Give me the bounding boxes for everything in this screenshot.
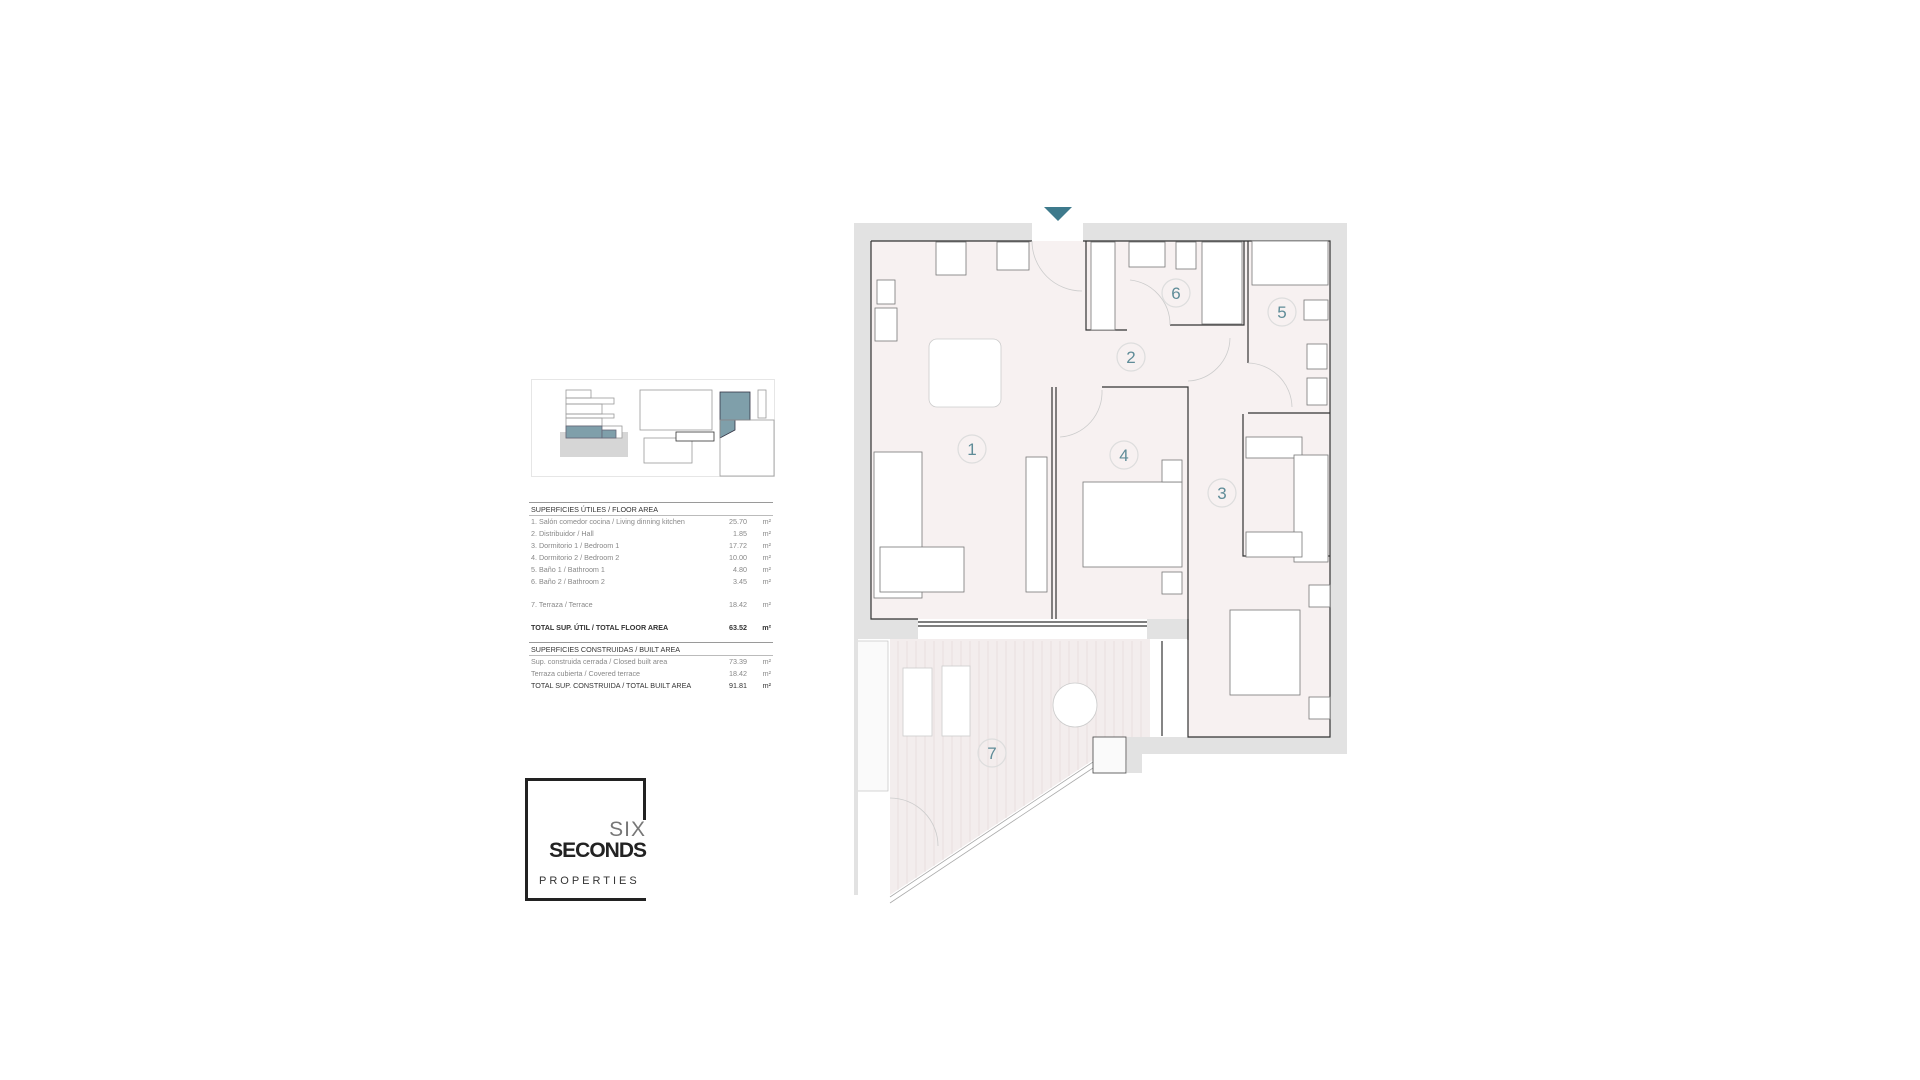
- room-number: 5: [1277, 303, 1286, 322]
- row-label: 4. Dormitorio 2 / Bedroom 2: [531, 553, 620, 562]
- table-row: 4. Dormitorio 2 / Bedroom 2 10.00 m²: [529, 552, 773, 564]
- row-label: TOTAL SUP. ÚTIL / TOTAL FLOOR AREA: [531, 623, 669, 632]
- row-label: 6. Baño 2 / Bathroom 2: [531, 577, 605, 586]
- walls: [854, 223, 1347, 895]
- room-label-7: 7: [977, 738, 1007, 768]
- row-value: 17.72: [729, 541, 747, 550]
- row-label: TOTAL SUP. CONSTRUIDA / TOTAL BUILT AREA: [531, 681, 692, 690]
- room-number: 2: [1126, 348, 1135, 367]
- logo-frame: [525, 778, 646, 901]
- planter-small: [1092, 736, 1127, 774]
- row-unit: m²: [762, 541, 771, 550]
- room-label-6: 6: [1161, 278, 1191, 308]
- row-value: 73.39: [729, 657, 747, 666]
- row-value: 25.70: [729, 517, 747, 526]
- logo-six: SIX: [609, 818, 646, 841]
- room-number: 7: [987, 744, 996, 763]
- row-label: 1. Salón comedor cocina / Living dinning…: [531, 517, 685, 526]
- row-label: 2. Distribuidor / Hall: [531, 529, 594, 538]
- table-row: 2. Distribuidor / Hall 1.85 m²: [529, 528, 773, 540]
- row-value: 18.42: [729, 669, 747, 678]
- room-label-5: 5: [1267, 297, 1297, 327]
- room-number: 1: [967, 440, 976, 459]
- six-seconds-logo: SIX SECONDS PROPERTIES: [525, 778, 655, 901]
- room-label-1: 1: [957, 434, 987, 464]
- row-label: Terraza cubierta / Covered terrace: [531, 669, 641, 678]
- row-value: 3.45: [733, 577, 747, 586]
- logo-frame-right: [643, 778, 646, 820]
- table-row-total-floor-area: TOTAL SUP. ÚTIL / TOTAL FLOOR AREA 63.52…: [529, 622, 773, 634]
- row-unit: m²: [762, 623, 771, 632]
- row-label: 3. Dormitorio 1 / Bedroom 1: [531, 541, 620, 550]
- row-value: 18.42: [729, 600, 747, 609]
- row-unit: m²: [762, 529, 771, 538]
- logo-seconds: SECONDS: [549, 839, 647, 862]
- room-label-4: 4: [1109, 440, 1139, 470]
- row-value: 1.85: [733, 529, 747, 538]
- row-value: 63.52: [729, 623, 747, 632]
- row-unit: m²: [762, 565, 771, 574]
- table-row-terrace: 7. Terraza / Terrace 18.42 m²: [529, 599, 773, 611]
- row-unit: m²: [762, 517, 771, 526]
- area-table: SUPERFICIES ÚTILES / FLOOR AREA 1. Salón…: [529, 502, 773, 692]
- built-area-heading: SUPERFICIES CONSTRUIDAS / BUILT AREA: [529, 642, 773, 656]
- row-label: Sup. construida cerrada / Closed built a…: [531, 657, 668, 666]
- entrance-arrow-icon: [1044, 207, 1072, 221]
- table-row: 3. Dormitorio 1 / Bedroom 1 17.72 m²: [529, 540, 773, 552]
- room-label-2: 2: [1116, 342, 1146, 372]
- floor-area-heading: SUPERFICIES ÚTILES / FLOOR AREA: [529, 502, 773, 516]
- row-value: 91.81: [729, 681, 747, 690]
- room-number: 3: [1217, 484, 1226, 503]
- table-row: Terraza cubierta / Covered terrace 18.42 m…: [529, 668, 773, 680]
- table-row: Sup. construida cerrada / Closed built a…: [529, 656, 773, 668]
- table-row: 1. Salón comedor cocina / Living dinning…: [529, 516, 773, 528]
- table-row: 5. Baño 1 / Bathroom 1 4.80 m²: [529, 564, 773, 576]
- row-unit: m²: [762, 577, 771, 586]
- row-value: 4.80: [733, 565, 747, 574]
- row-unit: m²: [762, 669, 771, 678]
- room-label-3: 3: [1207, 478, 1237, 508]
- table-row-total-built-area: TOTAL SUP. CONSTRUIDA / TOTAL BUILT AREA…: [529, 680, 773, 692]
- room-number: 4: [1119, 446, 1128, 465]
- row-label: 7. Terraza / Terrace: [531, 600, 593, 609]
- row-unit: m²: [762, 681, 771, 690]
- table-row: 6. Baño 2 / Bathroom 2 3.45 m²: [529, 576, 773, 588]
- row-unit: m²: [762, 657, 771, 666]
- row-unit: m²: [762, 600, 771, 609]
- row-value: 10.00: [729, 553, 747, 562]
- planter: [855, 640, 889, 792]
- row-unit: m²: [762, 553, 771, 562]
- room-number: 6: [1171, 284, 1180, 303]
- logo-properties: PROPERTIES: [539, 875, 640, 887]
- row-label: 5. Baño 1 / Bathroom 1: [531, 565, 605, 574]
- key-plan-thumbnail: [531, 379, 775, 477]
